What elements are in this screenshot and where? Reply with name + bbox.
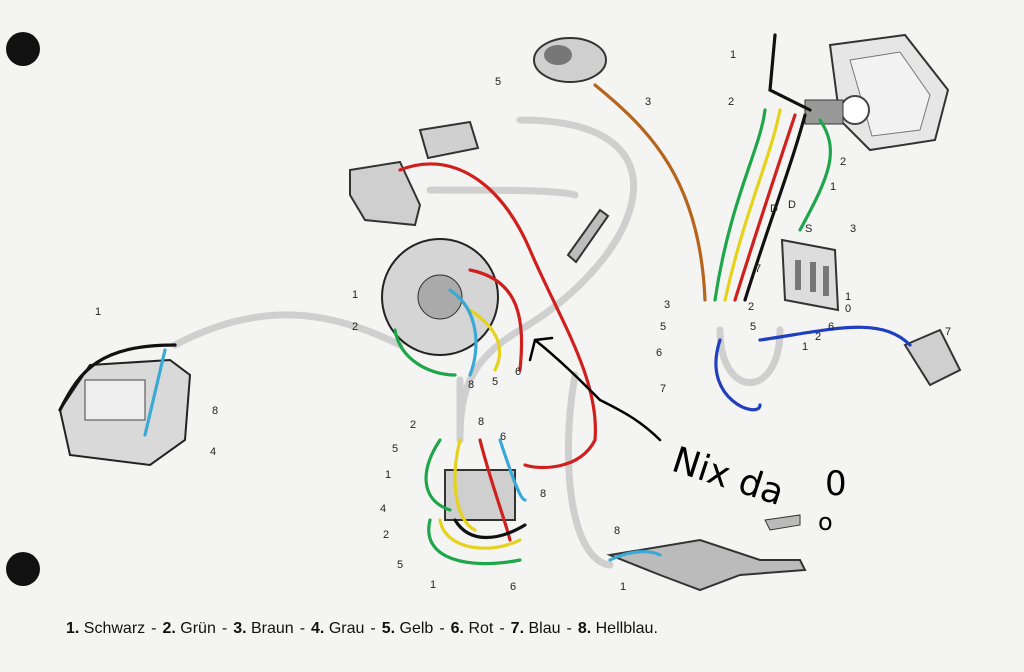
punch-hole-top <box>6 32 40 66</box>
wire-label: 6 <box>500 431 506 443</box>
wire-label: 2 <box>840 156 846 168</box>
legend-separator: - <box>151 620 157 637</box>
wire-label: 5 <box>492 376 498 388</box>
legend-number: 7. <box>510 620 529 637</box>
tail-light <box>58 358 192 467</box>
wire-label: 1 <box>352 289 358 301</box>
handwritten-mark-small: o <box>818 508 833 536</box>
wire-label: 8 <box>540 488 546 500</box>
legend-label: Rot <box>468 620 494 637</box>
wire-label: 6 <box>510 581 516 593</box>
wire-label: 2 <box>748 301 754 313</box>
legend-separator: - <box>499 620 505 637</box>
spark-plug <box>566 208 610 264</box>
wire-label: 4 <box>380 503 386 515</box>
legend-number: 5. <box>381 620 400 637</box>
conduits <box>171 116 784 569</box>
legend-label: Gelb <box>399 620 434 637</box>
wire-label: 2 <box>383 529 389 541</box>
wire-label: 1 <box>845 291 851 303</box>
legend-separator: - <box>566 620 572 637</box>
legend-label: Braun <box>250 620 294 637</box>
brake-lever <box>606 514 807 592</box>
stator-plate <box>381 238 499 356</box>
wire-label: 8 <box>212 405 218 417</box>
wire-label: 0 <box>845 303 851 315</box>
wire-label: 1 <box>430 579 436 591</box>
wire-label: S <box>805 223 812 235</box>
legend-number: 2. <box>162 620 181 637</box>
headlight <box>804 33 950 152</box>
legend-label: Hellblau. <box>595 620 658 637</box>
wire-label: 5 <box>750 321 756 333</box>
legend-label: Grün <box>180 620 216 637</box>
handwritten-mark: 0 <box>825 464 847 504</box>
wire-label: D <box>770 203 778 215</box>
wire-label: 1 <box>802 341 808 353</box>
legend-separator: - <box>299 620 306 637</box>
legend-number: 1. <box>66 620 84 637</box>
ignition-coil <box>349 160 422 227</box>
wire-label: 6 <box>656 347 662 359</box>
punch-hole-bottom <box>6 552 40 586</box>
wire-label: 2 <box>352 321 358 333</box>
legend-label: Blau <box>528 620 561 637</box>
wire-label: 6 <box>515 366 521 378</box>
legend-separator: - <box>221 620 228 637</box>
wire-label: 4 <box>210 446 216 458</box>
wire-label: 3 <box>664 299 670 311</box>
wire-label: 3 <box>645 96 651 108</box>
wire-label: 5 <box>660 321 666 333</box>
wire-number-labels: 1 2 2 1 3 5 D D S 3 7 1 0 3 5 6 2 5 7 6 … <box>95 49 951 593</box>
wire-label: 2 <box>815 331 821 343</box>
wires <box>58 33 912 566</box>
wire-label: 1 <box>830 181 836 193</box>
wire-label: 2 <box>410 419 416 431</box>
wire-label: 7 <box>755 263 761 275</box>
wire-label: 1 <box>385 469 391 481</box>
legend-number: 6. <box>450 620 469 637</box>
wire-label: 1 <box>620 581 626 593</box>
wire-label: 1 <box>95 306 101 318</box>
wire-label: 8 <box>478 416 484 428</box>
legend-number: 3. <box>233 620 251 637</box>
wire-label: D <box>788 199 796 211</box>
blue-switch <box>903 328 962 387</box>
wire-label: 8 <box>614 525 620 537</box>
legend-number: 8. <box>577 620 596 637</box>
wire-label: 2 <box>728 96 734 108</box>
wire-label: 5 <box>397 559 403 571</box>
legend-number: 4. <box>311 620 329 637</box>
legend-separator: - <box>439 620 445 637</box>
handwritten-note: Nix da <box>667 440 789 514</box>
wire-label: 7 <box>945 326 951 338</box>
legend-label: Grau <box>328 620 365 637</box>
wire-label: 3 <box>850 223 856 235</box>
legend-separator: - <box>370 620 376 637</box>
wire-label: 1 <box>730 49 736 61</box>
legend-label: Schwarz <box>83 620 146 637</box>
handlebar-switch <box>533 37 607 83</box>
regulator <box>418 120 480 160</box>
junction-board <box>780 238 840 312</box>
wire-label: 8 <box>468 379 474 391</box>
wire-label: 5 <box>495 76 501 88</box>
wire-label: 5 <box>392 443 398 455</box>
wire-label: 7 <box>660 383 666 395</box>
color-legend: 1. Schwarz-2. Grün-3. Braun-4. Grau-5. G… <box>66 620 658 638</box>
wire-label: 6 <box>828 321 834 333</box>
handwritten-arrow <box>528 336 662 442</box>
